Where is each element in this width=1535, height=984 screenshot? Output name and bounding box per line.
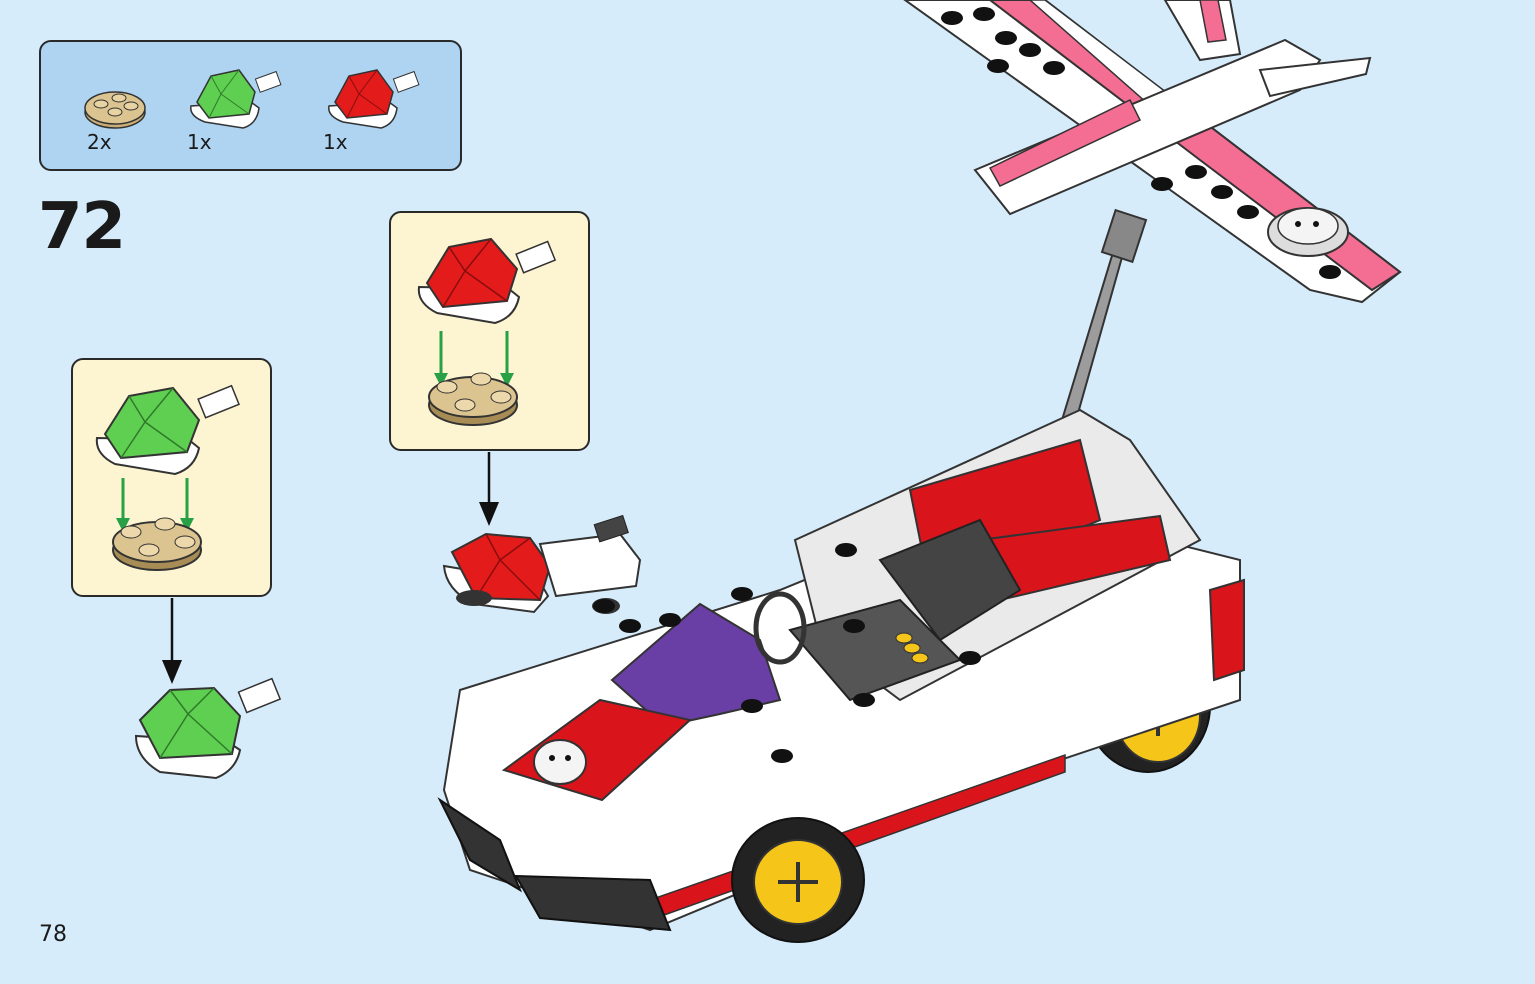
green-shell-assembly-icon <box>95 384 240 571</box>
callout-red-shell <box>389 211 590 451</box>
part-qty-tan: 2x <box>87 130 112 154</box>
callout-green-shell <box>71 358 272 597</box>
part-qty-green: 1x <box>187 130 212 154</box>
assembled-red-shell-icon <box>442 514 642 614</box>
parts-list-box: 2x 1x 1x <box>39 40 462 171</box>
tan-plate-part-icon <box>84 91 146 129</box>
part-qty-red: 1x <box>323 130 348 154</box>
race-car-model-icon <box>437 408 1245 943</box>
assembled-green-shell-icon <box>134 677 282 780</box>
green-shell-part-icon <box>190 69 282 129</box>
step-number: 72 <box>38 190 126 264</box>
red-shell-part-icon <box>328 69 420 129</box>
arrow-green-down-icon <box>162 598 182 684</box>
page-number: 78 <box>39 922 67 947</box>
arrow-red-down-icon <box>479 452 499 526</box>
plane-model-icon <box>903 0 1402 304</box>
red-shell-assembly-icon <box>417 237 557 426</box>
